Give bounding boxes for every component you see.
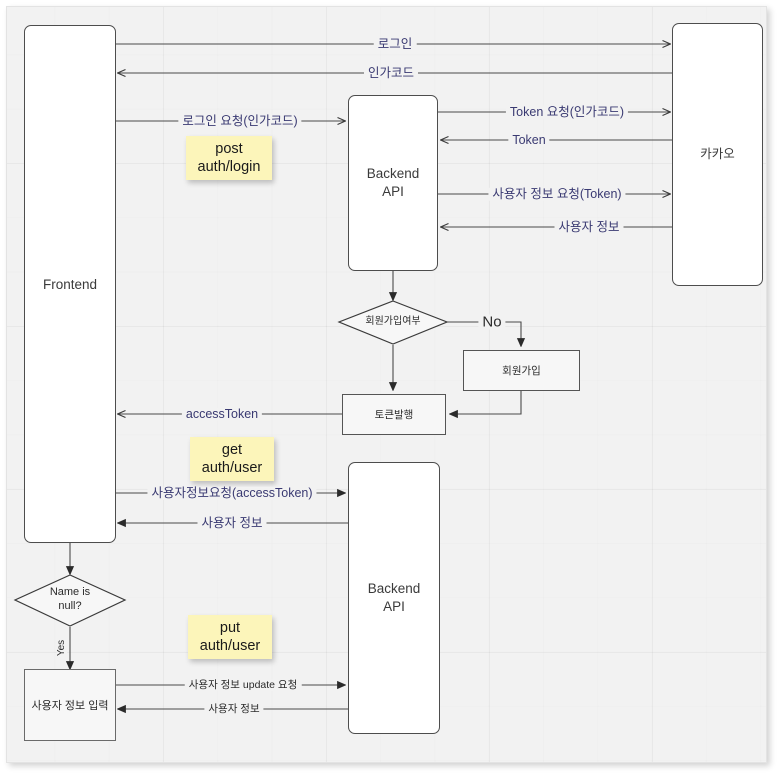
lane-backend-api-top-label-line2: API <box>382 184 404 199</box>
sticky-note-post-auth-login[interactable]: post auth/login <box>186 136 272 180</box>
decision-name-null-line2: null? <box>58 600 82 612</box>
process-token-issue[interactable]: 토큰발행 <box>342 394 446 435</box>
sticky-note-put-auth-user-line2: auth/user <box>199 638 261 654</box>
sticky-note-get-auth-user-line1: get <box>221 441 243 458</box>
lane-backend-api-bottom-label-line1: Backend <box>367 580 421 596</box>
edge-label-userinfo-3: 사용자 정보 <box>204 704 264 715</box>
edge-label-userinfo-req-token: 사용자정보요청(accessToken) <box>147 487 317 500</box>
process-user-info-input-label: 사용자 정보 입력 <box>31 700 109 712</box>
process-signup[interactable]: 회원가입 <box>463 350 580 391</box>
sticky-note-post-auth-login-line1: post <box>215 140 243 157</box>
decision-name-null-label: Name is null? <box>30 586 110 614</box>
edge-label-userinfo-update-req: 사용자 정보 update 요청 <box>184 680 302 691</box>
edge-label-userinfo: 사용자 정보 <box>554 221 624 234</box>
lane-kakao[interactable]: 카카오 <box>672 23 763 286</box>
edge-label-userinfo-request: 사용자 정보 요청(Token) <box>488 188 626 201</box>
edge-label-auth-code: 인가코드 <box>363 67 419 80</box>
decision-signup-label: 회원가입여부 <box>365 315 421 327</box>
sticky-note-get-auth-user-line2: auth/user <box>201 460 263 476</box>
lane-backend-api-bottom[interactable]: Backend API <box>348 462 440 734</box>
sticky-note-get-auth-user[interactable]: get auth/user <box>190 437 274 481</box>
edge-label-login-request: 로그인 요청(인가코드) <box>178 115 302 128</box>
lane-backend-api-top[interactable]: Backend API <box>348 95 438 271</box>
sticky-note-put-auth-user-line1: put <box>219 619 241 636</box>
sticky-note-put-auth-user[interactable]: put auth/user <box>188 615 272 659</box>
lane-backend-api-top-label-line1: Backend <box>366 165 420 181</box>
edge-label-token: Token <box>508 134 550 147</box>
edge-label-no: No <box>478 314 506 330</box>
edge-label-userinfo-2: 사용자 정보 <box>197 517 267 530</box>
edge-label-access-token: accessToken <box>181 408 263 421</box>
edge-label-login: 로그인 <box>373 38 417 51</box>
process-user-info-input[interactable]: 사용자 정보 입력 <box>24 669 116 741</box>
sticky-note-post-auth-login-line2: auth/login <box>197 159 261 175</box>
process-signup-label: 회원가입 <box>502 365 541 377</box>
lane-backend-api-bottom-label-line2: API <box>383 599 405 614</box>
decision-name-null-line1: Name is <box>49 586 91 599</box>
edge-label-yes: Yes <box>56 635 67 661</box>
lane-frontend-label: Frontend <box>42 277 98 292</box>
lane-frontend[interactable]: Frontend <box>24 25 116 543</box>
edge-label-token-request: Token 요청(인가코드) <box>505 106 629 119</box>
lane-kakao-label: 카카오 <box>700 147 735 162</box>
process-token-issue-label: 토큰발행 <box>374 409 414 421</box>
